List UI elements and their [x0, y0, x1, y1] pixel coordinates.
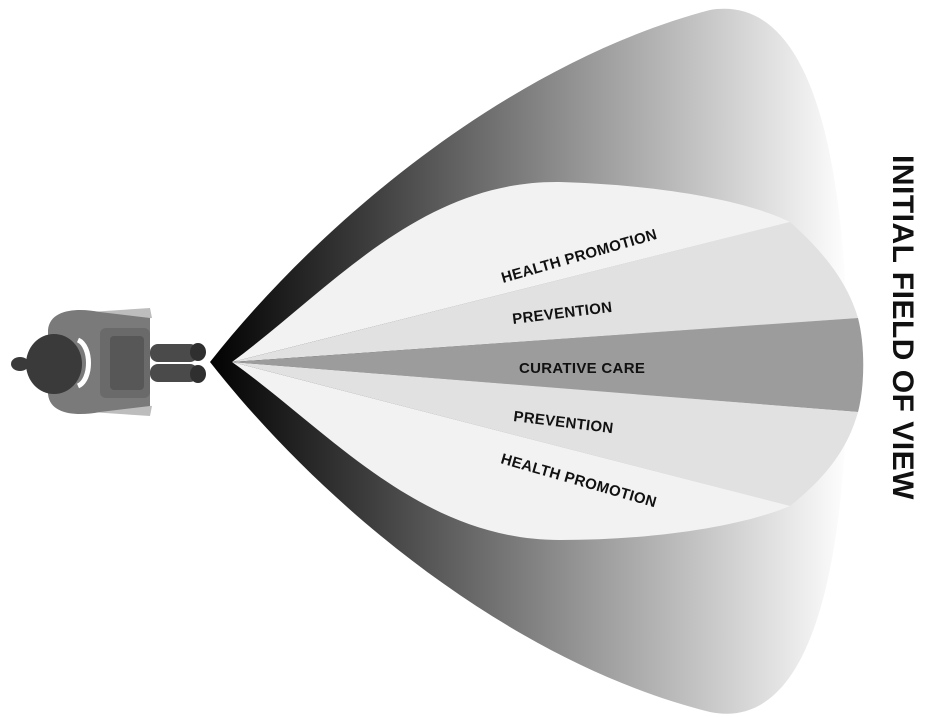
label-curative-care: CURATIVE CARE: [519, 360, 645, 377]
person-top-view-icon: [11, 308, 206, 416]
band-health-promotion-bottom: [232, 362, 790, 540]
band-prevention-bottom: [232, 362, 858, 506]
band-health-promotion-top: [232, 181, 790, 362]
field-of-view-title: INITIAL FIELD OF VIEW: [886, 155, 919, 500]
band-curative-care: [232, 318, 864, 412]
band-prevention-top: [232, 222, 858, 362]
